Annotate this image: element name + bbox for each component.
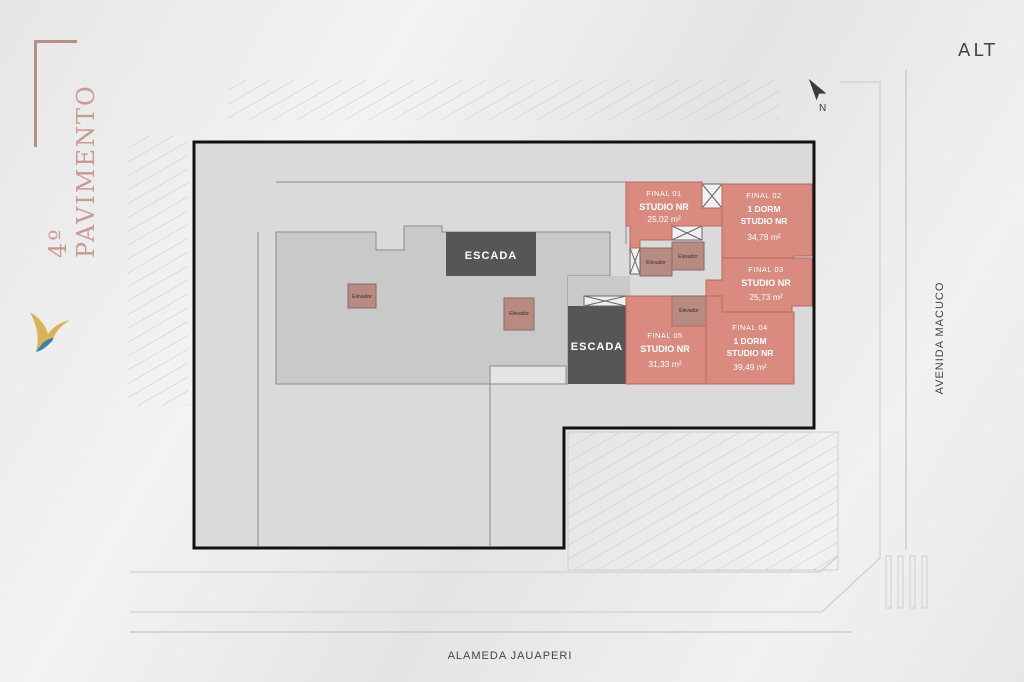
site-surroundings [128, 70, 928, 633]
elevator-label: Elevador [678, 254, 698, 260]
elevator-label: Elevador [646, 260, 666, 266]
bird-logo-icon [30, 312, 70, 352]
unit-area: 25,02 m² [647, 214, 681, 224]
elevator-center: Elevador [503, 297, 535, 331]
elevator-east-a: Elevador [639, 247, 673, 277]
stair-core-north: ESCADA [446, 232, 536, 276]
hatched-area-top [228, 80, 780, 120]
unit-type: STUDIO NR [639, 202, 689, 212]
unit-type-line1: 1 DORM [747, 204, 780, 214]
sidewalk-outline [130, 81, 881, 613]
elevator-east-b: Elevador [671, 241, 705, 271]
unit-type: STUDIO NR [741, 278, 791, 288]
unit-final-label: FINAL 01 [646, 189, 681, 198]
sidewalk-inner [130, 555, 839, 573]
north-arrow-icon: N [808, 78, 827, 114]
unit-final-05[interactable]: FINAL 05 STUDIO NR 31,33 m² [625, 295, 707, 385]
elevator-label: Elevador [352, 294, 372, 300]
unit-final-label: FINAL 02 [746, 191, 781, 200]
stair-label: ESCADA [465, 250, 517, 262]
elevator-label: Elevador [509, 311, 529, 317]
elevator-label: Elevador [679, 308, 699, 314]
elevator-west: Elevador [347, 283, 377, 309]
unit-area: 34,78 m² [747, 232, 781, 242]
street-label-bottom: ALAMEDA JAUAPERI [447, 650, 573, 662]
unit-area: 25,73 m² [749, 292, 783, 302]
svg-text:N: N [819, 103, 826, 114]
elevator-east-c: Elevador [671, 295, 707, 327]
unit-final-label: FINAL 04 [732, 323, 767, 332]
unit-area: 39,49 m² [733, 362, 767, 372]
unit-type-line1: 1 DORM [733, 336, 766, 346]
unit-final-01[interactable]: FINAL 01 STUDIO NR 25,02 m² [625, 181, 723, 249]
unit-area: 31,33 m² [648, 359, 682, 369]
hatched-area-left [128, 136, 188, 406]
brand-logo: ALT [958, 40, 998, 61]
hatched-area-bottom-right [567, 431, 839, 571]
unit-final-label: FINAL 05 [647, 331, 682, 340]
entry-recess [489, 365, 567, 385]
unit-final-label: FINAL 03 [748, 265, 783, 274]
floor-title-bracket [34, 40, 77, 147]
stair-label: ESCADA [571, 341, 623, 353]
stair-core-south: ESCADA [568, 306, 626, 384]
unit-final-02[interactable]: FINAL 02 1 DORM STUDIO NR 34,78 m² [721, 183, 813, 259]
unit-type-line2: STUDIO NR [741, 216, 788, 226]
common-corridor [275, 225, 611, 385]
crosswalk [885, 555, 928, 609]
unit-type: STUDIO NR [640, 344, 690, 354]
unit-type-line2: STUDIO NR [727, 348, 774, 358]
